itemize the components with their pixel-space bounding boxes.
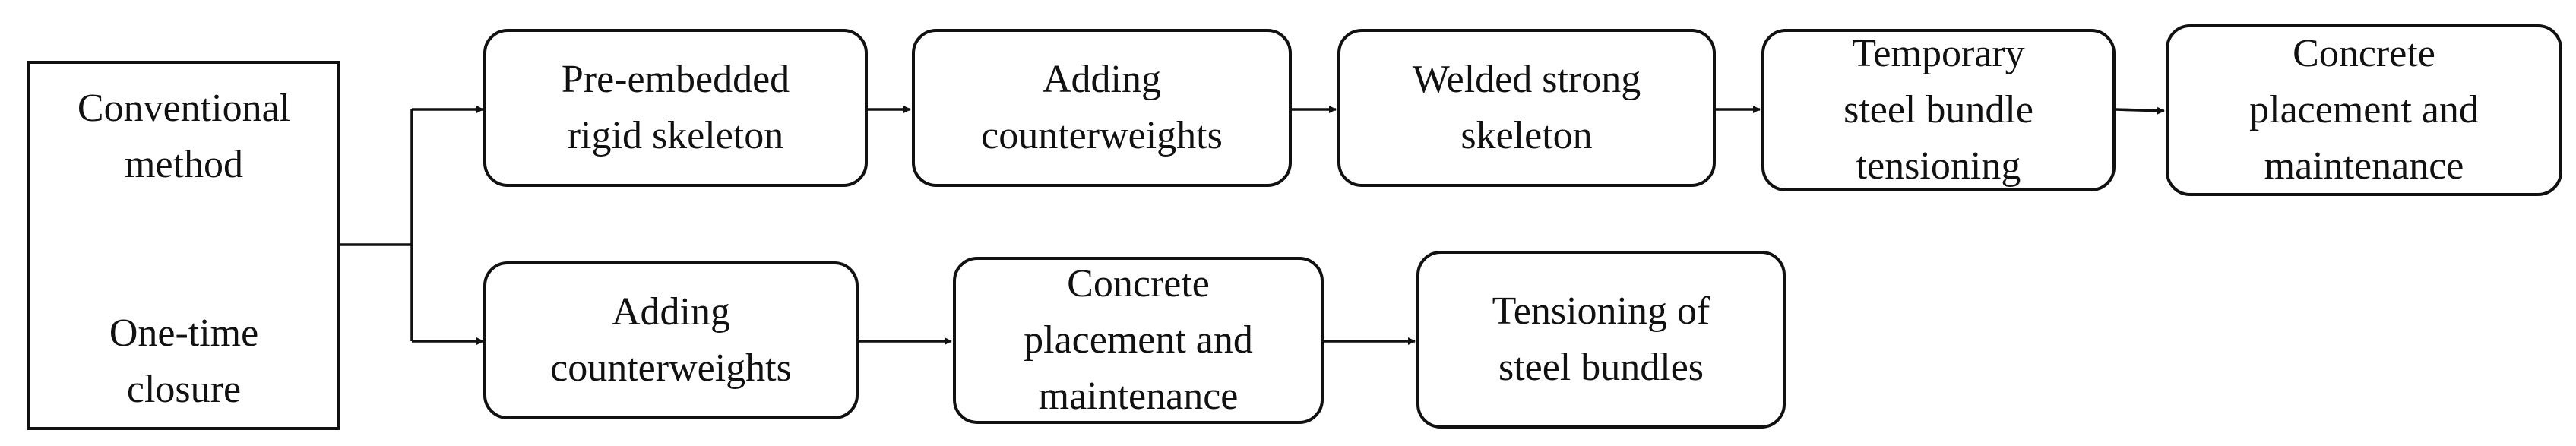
- method-source-box: Conventional method One-time closure: [27, 61, 340, 430]
- arrow-top-4: [2115, 106, 2165, 115]
- step-adding-counterweights: Adding counterweights: [912, 29, 1292, 187]
- step-concrete-placement-maintenance: Concrete placement and maintenance: [2166, 24, 2562, 196]
- conventional-method-label: Conventional method: [77, 87, 291, 186]
- step-tensioning-steel-bundles: Tensioning of steel bundles: [1416, 251, 1786, 429]
- one-time-closure-label: One-time closure: [109, 312, 259, 411]
- step-temporary-steel-bundle-tensioning: Temporary steel bundle tensioning: [1761, 29, 2116, 191]
- step-concrete-placement-maintenance-one-time: Concrete placement and maintenance: [953, 257, 1324, 424]
- step-pre-embedded-rigid-skeleton: Pre-embedded rigid skeleton: [483, 29, 868, 187]
- step-welded-strong-skeleton: Welded strong skeleton: [1337, 29, 1716, 187]
- step-adding-counterweights-one-time: Adding counterweights: [483, 261, 859, 419]
